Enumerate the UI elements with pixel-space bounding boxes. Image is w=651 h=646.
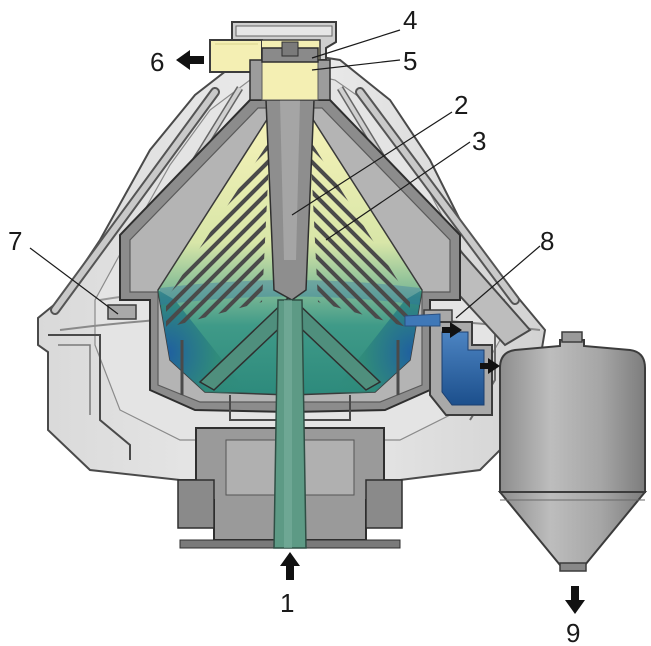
arrow-outlet-6	[176, 50, 204, 70]
label-3: 3	[472, 126, 486, 156]
label-4: 4	[403, 5, 417, 35]
label-5: 5	[403, 46, 417, 76]
spindle-and-base	[177, 299, 403, 549]
label-7: 7	[8, 226, 22, 256]
label-2: 2	[454, 90, 468, 120]
label-1: 1	[280, 588, 294, 618]
arrow-inlet-1	[280, 552, 300, 580]
leader-lines	[29, 29, 541, 319]
arrow-outlet-9	[565, 586, 585, 614]
separator-bowl	[107, 41, 461, 421]
label-8: 8	[540, 226, 554, 256]
sediment-discharge-chamber	[404, 313, 493, 416]
flow-arrows	[176, 50, 585, 614]
sediment-tank	[497, 331, 648, 572]
arrow-discharge-in	[442, 322, 462, 338]
arrow-discharge-out	[480, 358, 500, 374]
label-6: 6	[150, 47, 164, 77]
callout-labels: 1 2 3 4 5 6 7 8 9	[8, 5, 580, 646]
label-9: 9	[566, 618, 580, 646]
